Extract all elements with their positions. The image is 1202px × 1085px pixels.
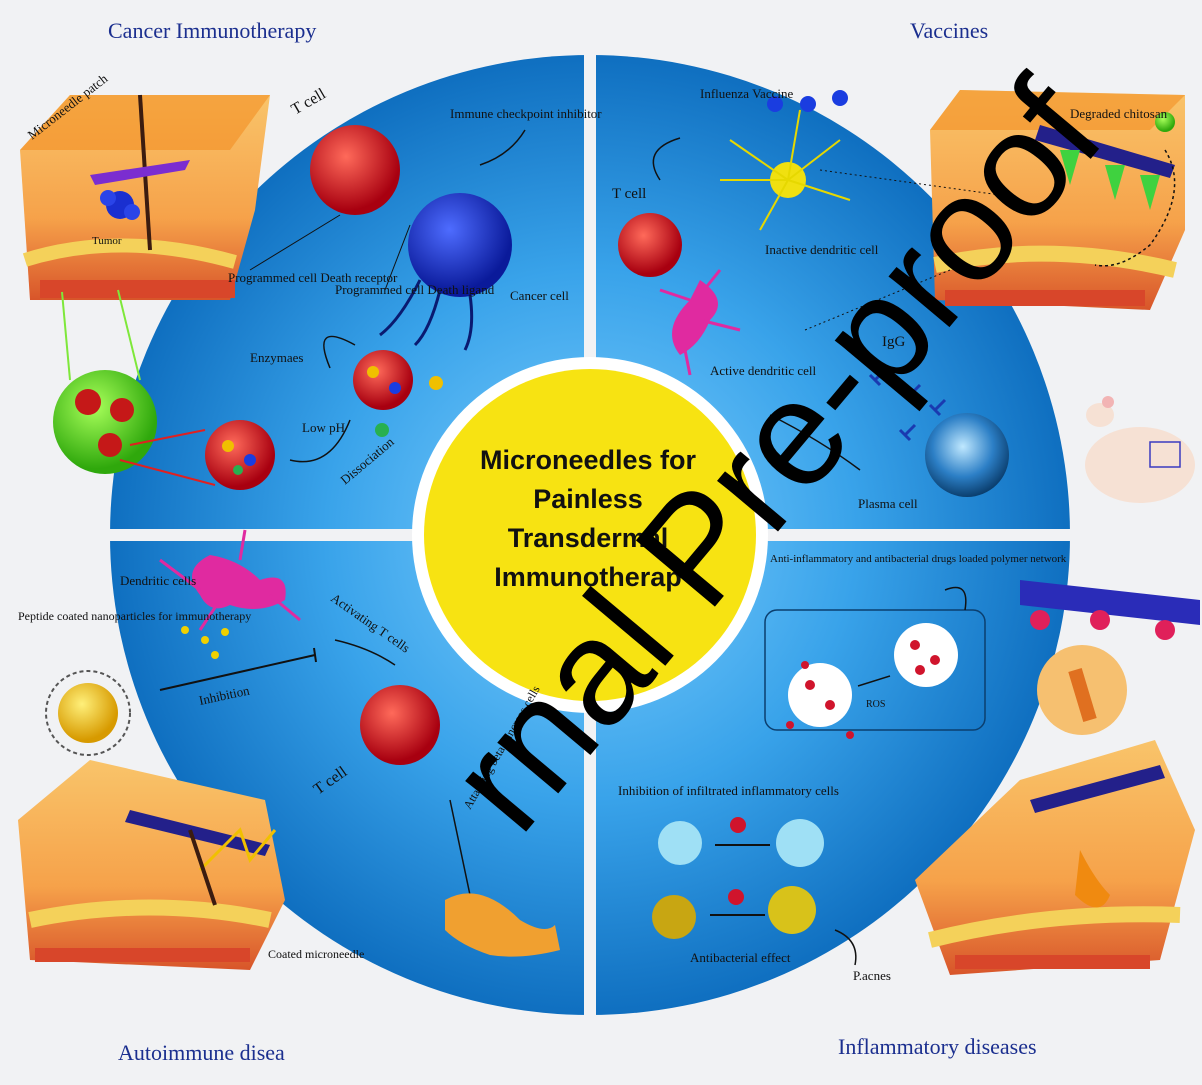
label-pd-ligand: Programmed cell Death ligand bbox=[335, 282, 495, 297]
t-cell-topleft bbox=[310, 125, 400, 215]
label-antibacterial: Antibacterial effect bbox=[690, 950, 791, 965]
t-cell-bottomleft bbox=[360, 685, 440, 765]
divider-horizontal-right bbox=[752, 529, 1102, 541]
label-cancer-cell: Cancer cell bbox=[510, 288, 569, 303]
label-inhibition-infiltrated: Inhibition of infiltrated inflammatory c… bbox=[618, 783, 839, 798]
center-title-line-2: Painless bbox=[533, 484, 643, 514]
bacteria-2 bbox=[768, 886, 816, 934]
inflammatory-cell-1 bbox=[658, 821, 702, 865]
inflammatory-cell-2 bbox=[776, 819, 824, 867]
skin-patch-topleft bbox=[20, 94, 270, 300]
polymer-network-box bbox=[764, 609, 986, 731]
dendritic-cells bbox=[192, 555, 286, 609]
bacteria-1 bbox=[652, 895, 696, 939]
label-peptide-np: Peptide coated nanoparticles for immunot… bbox=[18, 609, 251, 623]
quadrant-title-inflammatory: Inflammatory diseases bbox=[838, 1034, 1037, 1059]
mouse-illustration bbox=[1085, 396, 1195, 503]
label-active-dc: Active dendritic cell bbox=[710, 363, 817, 378]
skin-patch-topright bbox=[930, 90, 1185, 310]
label-degraded-chitosan: Degraded chitosan bbox=[1070, 106, 1168, 121]
center-title-line-4: Immunotherap bbox=[494, 562, 682, 592]
label-t-cell-tl: T cell bbox=[289, 85, 330, 118]
label-influenza-vaccine: Influenza Vaccine bbox=[700, 86, 793, 101]
divider-vertical-top bbox=[584, 55, 596, 375]
peptide-nanoparticle bbox=[58, 683, 118, 743]
polymer-network-1 bbox=[894, 623, 958, 687]
t-cell-topright bbox=[618, 213, 682, 277]
pancreas bbox=[445, 893, 560, 957]
label-low-ph: Low pH bbox=[302, 420, 345, 435]
divider-vertical-bottom bbox=[584, 700, 596, 1030]
polymer-network-2 bbox=[788, 663, 852, 727]
label-enzymes: Enzymaes bbox=[250, 350, 303, 365]
quadrant-title-vaccines: Vaccines bbox=[910, 18, 989, 43]
label-coated-mn: Coated microneedle bbox=[268, 947, 364, 961]
degraded-chitosan-ball bbox=[1155, 112, 1175, 132]
dissociating-particle bbox=[353, 350, 413, 410]
label-pacnes: P.acnes bbox=[853, 968, 891, 983]
label-igg: IgG bbox=[882, 334, 905, 350]
center-disk bbox=[424, 369, 756, 701]
label-anti-inflam: Anti-inflammatory and antibacterial drug… bbox=[770, 553, 1067, 565]
label-immune-checkpoint: Immune checkpoint inhibitor bbox=[450, 106, 602, 121]
label-plasma-cell: Plasma cell bbox=[858, 496, 918, 511]
label-ros: ROS bbox=[866, 699, 885, 710]
cancer-cell bbox=[408, 193, 512, 297]
label-pd-receptor: Programmed cell Death receptor bbox=[228, 270, 398, 285]
quadrant-title-autoimmune: Autoimmune disea bbox=[118, 1040, 285, 1065]
center-title-line-1: Microneedles for bbox=[479, 445, 697, 475]
skin-patch-bottomright bbox=[915, 740, 1195, 975]
vaccine-particle bbox=[767, 96, 783, 112]
divider-horizontal-left bbox=[90, 529, 430, 541]
drug-nanocarrier bbox=[205, 420, 275, 490]
label-dendritic-cells: Dendritic cells bbox=[120, 573, 196, 588]
center-title-line-3: Transdermal bbox=[507, 523, 669, 553]
label-tumor: Tumor bbox=[92, 235, 122, 247]
plasma-cell bbox=[925, 413, 1009, 497]
quadrant-title-cancer: Cancer Immunotherapy bbox=[108, 18, 317, 43]
skin-patch-bottomleft bbox=[18, 760, 285, 970]
active-dendritic-cell bbox=[672, 280, 718, 355]
center-title: Microneedles for Painless Transdermal Im… bbox=[421, 441, 755, 597]
microneedle-array bbox=[1020, 580, 1200, 625]
label-t-cell-tr: T cell bbox=[612, 186, 646, 202]
green-nanoparticle bbox=[53, 370, 157, 474]
label-inactive-dc: Inactive dendritic cell bbox=[765, 242, 879, 257]
